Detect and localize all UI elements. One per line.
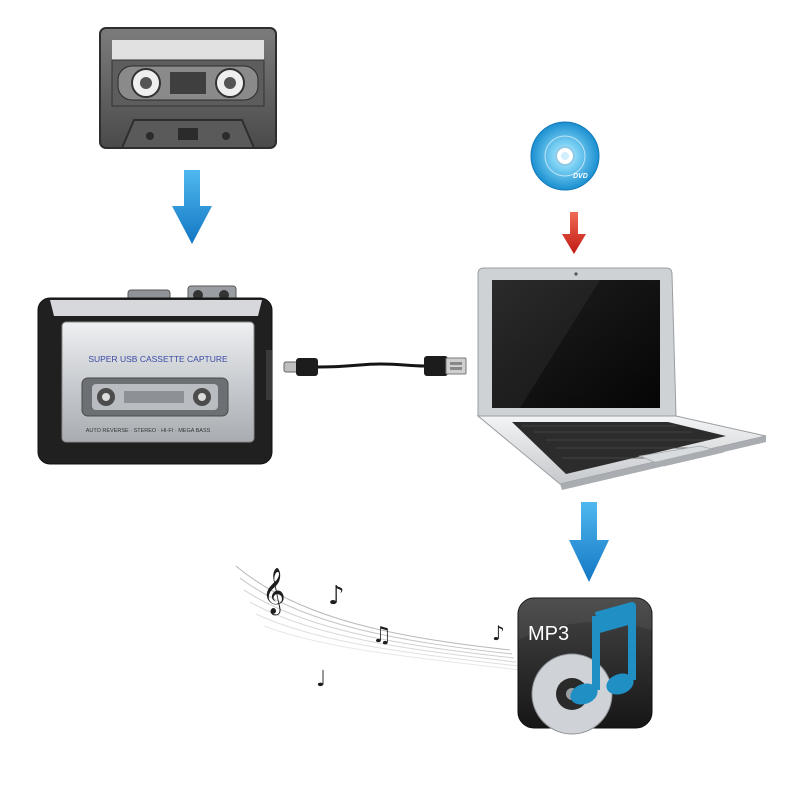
svg-text:♪: ♪ bbox=[328, 581, 345, 611]
music-note-icon: ♪ bbox=[328, 581, 345, 611]
music-note-icon: ♩ bbox=[316, 667, 326, 692]
disc-label: DVD bbox=[573, 173, 588, 180]
laptop-icon bbox=[476, 267, 767, 490]
cassette-tape-icon bbox=[99, 27, 277, 149]
arrow-down-icon bbox=[569, 502, 609, 582]
music-note-icon: 𝄞 bbox=[262, 568, 286, 616]
music-note-icon: ♪ bbox=[492, 621, 505, 645]
dvd-disc-icon: DVD bbox=[530, 121, 600, 191]
mp3-note-icon: MP3 bbox=[517, 597, 653, 735]
arrow-down-icon bbox=[172, 170, 212, 244]
player-feature-label: AUTO REVERSE · STEREO · HI-FI · MEGA BAS… bbox=[86, 428, 211, 434]
svg-text:♩: ♩ bbox=[316, 667, 326, 692]
svg-text:𝄞: 𝄞 bbox=[262, 568, 286, 616]
svg-text:♫: ♫ bbox=[372, 623, 392, 648]
usb-cable-icon bbox=[283, 356, 467, 376]
music-waves bbox=[235, 565, 521, 671]
player-brand-label: SUPER USB CASSETTE CAPTURE bbox=[88, 354, 228, 364]
arrow-down-icon bbox=[562, 212, 586, 254]
mp3-label: MP3 bbox=[528, 623, 569, 645]
usb-cassette-player: SUPER USB CASSETTE CAPTURE AUTO REVERSE … bbox=[37, 285, 273, 465]
music-note-icon: ♫ bbox=[372, 623, 392, 648]
svg-text:♪: ♪ bbox=[492, 621, 505, 645]
